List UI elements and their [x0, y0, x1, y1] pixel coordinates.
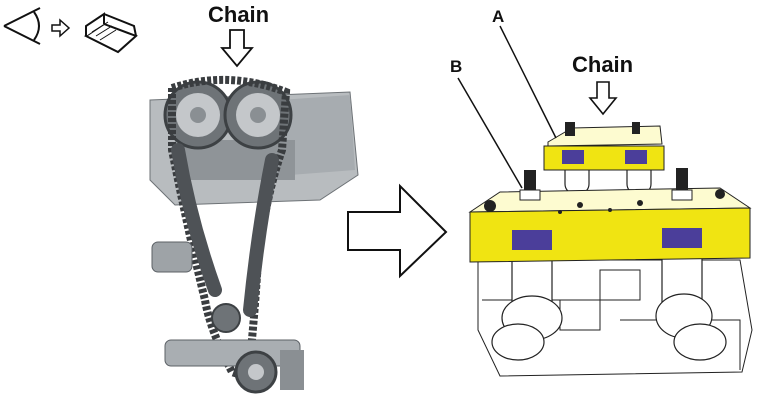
callout-line-b	[457, 77, 523, 189]
timing-chain	[168, 75, 291, 378]
eye-icon	[3, 7, 41, 45]
engine-timing-chain-photo	[149, 75, 359, 394]
callout-label-b: B	[450, 57, 462, 76]
camshaft-left	[491, 239, 563, 361]
callout-line-a	[499, 25, 557, 139]
camshaft-right	[655, 239, 727, 361]
chain-label-left: Chain	[208, 2, 269, 27]
small-arrow-right-icon	[51, 18, 71, 38]
callout-label-a: A	[492, 7, 504, 26]
down-arrow-icon-right	[588, 81, 618, 116]
manual-book-icon	[84, 12, 138, 54]
tool-lower-bar	[468, 187, 752, 263]
chain-label-right: Chain	[572, 52, 633, 77]
exhaust-cam-sprocket	[223, 80, 293, 150]
down-arrow-icon-left	[220, 29, 254, 68]
large-right-arrow-icon	[347, 183, 448, 279]
bolt-b	[519, 168, 693, 201]
tool-upper-bar	[543, 125, 665, 171]
bolt-a	[565, 122, 640, 136]
